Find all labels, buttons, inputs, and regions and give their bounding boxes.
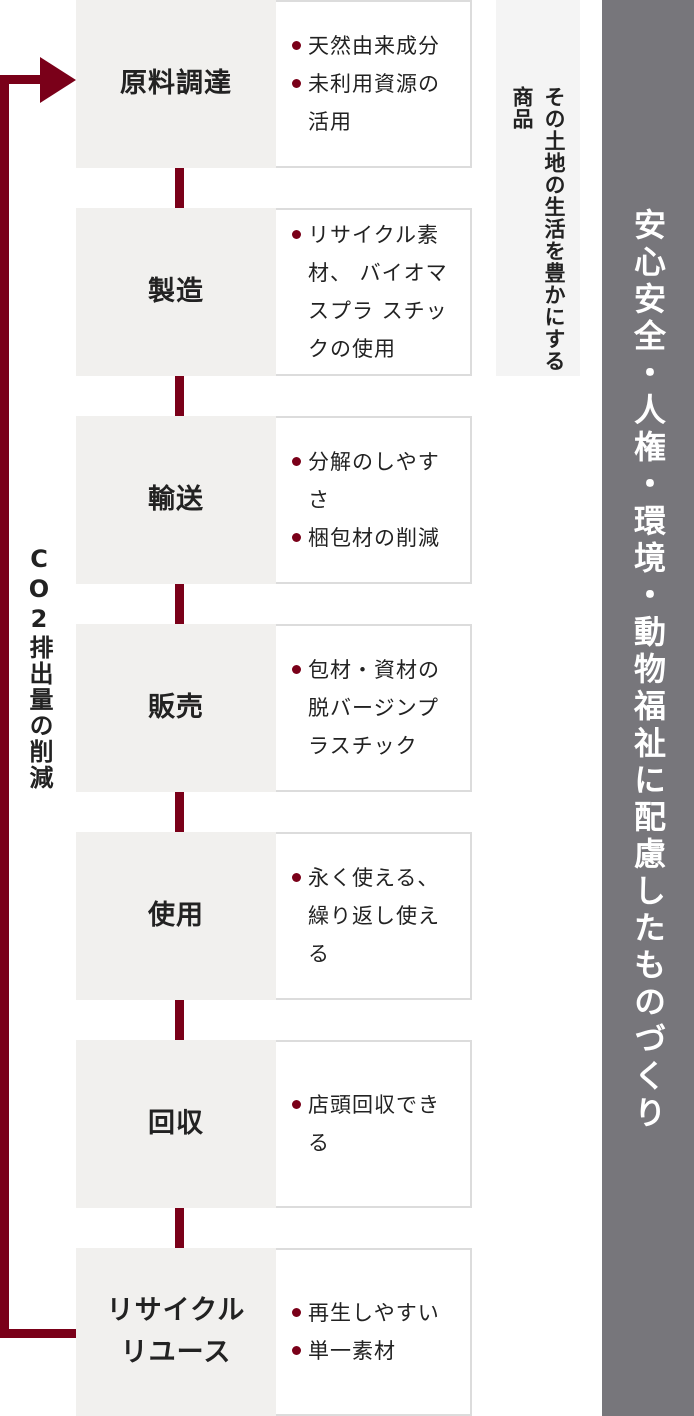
- stage-label-manufacturing: 製造: [76, 208, 276, 376]
- bullet-item: 再生しやすい: [290, 1294, 460, 1332]
- bullet-item: 包材・資材の脱バージンプラスチック: [290, 651, 460, 765]
- ethics-band-text: 安心安全・人権・環境・動物福祉に配慮したものづくり: [629, 208, 667, 1133]
- co2-loop-line-top: [0, 75, 40, 84]
- stage-description: リサイクル素材、 バイオマスプラ スチックの使用: [276, 208, 472, 376]
- bullet-item: 分解のしやすさ: [290, 443, 460, 519]
- stage-label-use: 使用: [76, 832, 276, 1000]
- stage-label-transport: 輸送: [76, 416, 276, 584]
- stage-label-sales: 販売: [76, 624, 276, 792]
- stage-label-sourcing: 原料調達: [76, 0, 276, 168]
- bullet-item: 店頭回収できる: [290, 1086, 460, 1162]
- stage-connector: [175, 584, 184, 624]
- stage-description: 天然由来成分 未利用資源の活用: [276, 0, 472, 168]
- bullet-item: 天然由来成分: [290, 27, 460, 65]
- bullet-item: リサイクル素材、 バイオマスプラ スチックの使用: [290, 216, 460, 368]
- stage-connector: [175, 792, 184, 832]
- stage-description: 分解のしやすさ 梱包材の削減: [276, 416, 472, 584]
- stage-description: 再生しやすい 単一素材: [276, 1248, 472, 1416]
- stage-connector: [175, 1000, 184, 1040]
- stage-connector: [175, 1208, 184, 1248]
- bullet-item: 未利用資源の活用: [290, 65, 460, 141]
- stage-description: 包材・資材の脱バージンプラスチック: [276, 624, 472, 792]
- stage-description: 永く使える、繰り返し使える: [276, 832, 472, 1000]
- co2-loop-line: [0, 75, 9, 1338]
- stage-label-line: リユース: [120, 1337, 232, 1368]
- co2-loop-line-bottom: [0, 1329, 76, 1338]
- stage-label-recycle-reuse: リサイクル リユース: [76, 1248, 276, 1416]
- stage-label-line: リサイクル: [106, 1295, 246, 1327]
- stage-label-collection: 回収: [76, 1040, 276, 1208]
- local-life-note-box: その土地の生活を豊かにする商品: [496, 0, 580, 376]
- stage-connector: [175, 376, 184, 416]
- bullet-item: 梱包材の削減: [290, 519, 460, 557]
- local-life-note: その土地の生活を豊かにする商品: [510, 86, 566, 372]
- bullet-item: 永く使える、繰り返し使える: [290, 859, 460, 973]
- bullet-item: 単一素材: [290, 1332, 460, 1370]
- stage-description: 店頭回収できる: [276, 1040, 472, 1208]
- co2-reduction-label: CO2排出量の削減: [25, 545, 53, 791]
- arrow-right-icon: [40, 57, 76, 103]
- stage-connector: [175, 168, 184, 208]
- ethics-band: 安心安全・人権・環境・動物福祉に配慮したものづくり: [602, 0, 694, 1416]
